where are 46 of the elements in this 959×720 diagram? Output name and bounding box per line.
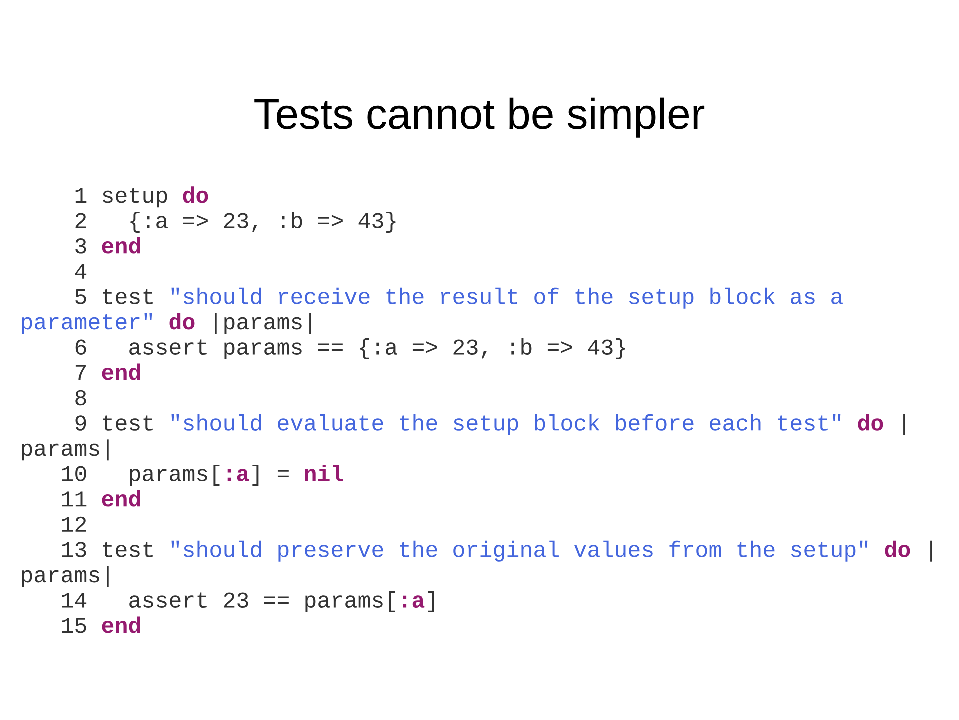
code-text: params| (22, 566, 109, 588)
code-keyword: do (183, 186, 208, 204)
code-keyword: nil (305, 464, 344, 482)
code-keyword: :a (403, 596, 425, 608)
line-number: 2 (76, 213, 86, 228)
line-number: 11 (62, 492, 87, 507)
line-number: 5 (76, 289, 86, 304)
code-keyword: end (102, 237, 140, 254)
code-text: |params| (215, 313, 312, 334)
code-keyword: end (102, 364, 140, 380)
code-keyword: :a (228, 469, 250, 482)
code-keyword: do (885, 540, 910, 558)
line-number: 4 (75, 264, 87, 279)
code-text: ] = (252, 464, 289, 486)
code-string: "should receive the result of the setup block as a (172, 288, 843, 309)
line-number: 9 (76, 416, 86, 431)
slide-title: Tests cannot be simpler (254, 98, 705, 138)
line-number: 15 (62, 618, 86, 634)
line-number: 13 (62, 542, 86, 558)
line-number: 12 (62, 516, 86, 532)
code-text: params| (22, 440, 109, 461)
code-text: assert 23 == params[ (130, 591, 396, 612)
line-number: 7 (76, 365, 86, 380)
code-keyword: do (170, 313, 195, 330)
line-number: 8 (76, 390, 86, 406)
code-keyword: do (858, 414, 884, 431)
code-text: test (103, 542, 153, 558)
code-text: ] (428, 591, 434, 612)
code-text: test (103, 289, 153, 304)
code-text: assert params == {:a => 23, :b => 43} (130, 338, 626, 360)
code-text: | (904, 414, 906, 436)
code-string: "should preserve the original values from the setup" (172, 540, 868, 562)
code-text: setup (103, 188, 168, 208)
code-text: test (103, 416, 153, 431)
code-string: parameter" (22, 313, 152, 334)
line-number: 1 (76, 188, 87, 203)
code-text: | (930, 540, 932, 562)
line-number: 10 (62, 466, 86, 482)
code-keyword: end (102, 616, 140, 634)
line-number: 14 (62, 592, 87, 608)
line-number: 6 (76, 340, 86, 355)
code-text: {:a => 23, :b => 43} (130, 212, 396, 233)
code-keyword: end (102, 490, 140, 507)
code-string: "should evaluate the setup block before each test" (172, 414, 841, 436)
line-number: 3 (76, 238, 86, 254)
code-text: params[ (130, 464, 220, 486)
